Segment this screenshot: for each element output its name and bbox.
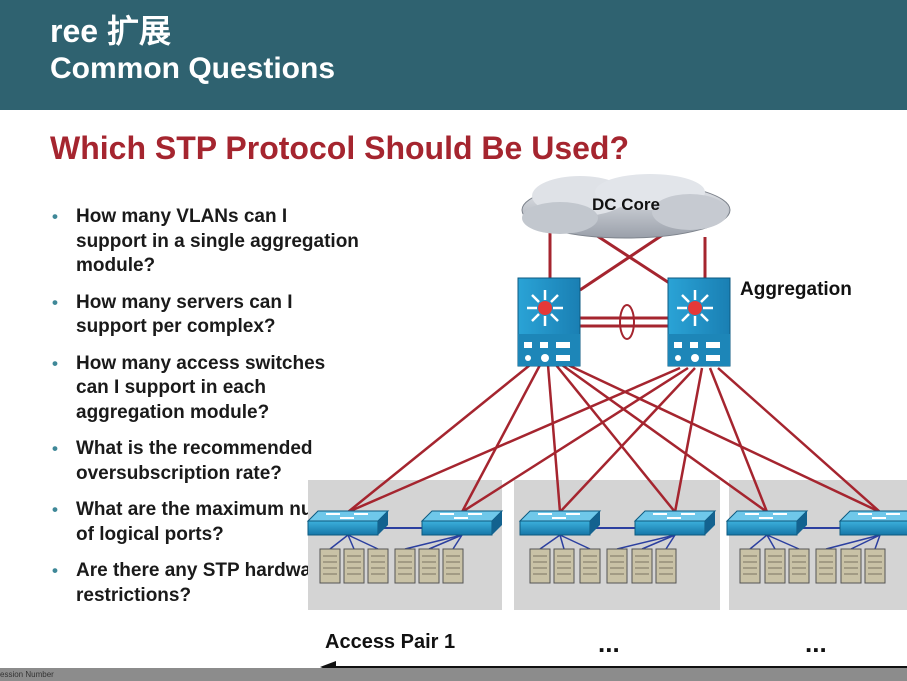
- bullet-icon: •: [52, 207, 58, 226]
- server-link: [874, 534, 881, 550]
- server-link: [616, 534, 676, 550]
- server-icon: [579, 548, 601, 584]
- server-link: [641, 534, 676, 550]
- access-module-panel: [514, 480, 720, 610]
- ellipsis-label: ...: [598, 628, 620, 658]
- header-title: ree 扩展: [50, 13, 171, 49]
- aggregation-switch-icon: [517, 277, 581, 367]
- port-channel-icon: [619, 304, 635, 340]
- server-icon: [319, 548, 341, 584]
- server-icon: [343, 548, 365, 584]
- bullet-icon: •: [52, 292, 58, 312]
- access-pair-label: Access Pair 1: [325, 631, 455, 653]
- header-bar: [0, 0, 907, 110]
- server-icon: [788, 548, 810, 584]
- question-text: How many servers can I support per compl…: [76, 291, 293, 338]
- access-switch-icon: [518, 510, 602, 536]
- server-icon: [631, 548, 653, 584]
- question-text: What are the maximum number of logical p…: [76, 499, 359, 545]
- question-item: • How many VLANs can I support in a singl…: [52, 205, 362, 279]
- server-icon: [367, 548, 389, 584]
- server-link: [665, 534, 676, 550]
- server-link: [329, 534, 349, 550]
- bullet-icon: •: [52, 561, 58, 580]
- access-module-panel: [308, 480, 502, 610]
- core-links: [548, 226, 707, 328]
- server-icon: [418, 548, 440, 584]
- bullet-icon: •: [52, 439, 58, 458]
- server-link: [347, 534, 379, 550]
- ellipsis-label: ...: [805, 628, 827, 658]
- access-switch-icon: [420, 510, 504, 536]
- access-switch-icon: [725, 510, 809, 536]
- server-link: [452, 534, 463, 550]
- page-title: Which STP Protocol Should Be Used?: [50, 130, 629, 166]
- header-subtitle: Common Questions: [50, 52, 336, 85]
- server-icon: [606, 548, 628, 584]
- aggregation-switch-icon: [667, 277, 731, 367]
- access-switches: [306, 510, 907, 584]
- access-switch-icon: [306, 510, 390, 536]
- server-icon: [655, 548, 677, 584]
- server-link: [850, 534, 881, 550]
- server-link: [766, 534, 776, 550]
- question-item: • What are the maximum number of logical …: [52, 498, 362, 547]
- question-text: How many access switches can I support i…: [76, 352, 326, 423]
- server-link: [749, 534, 768, 550]
- server-link: [404, 534, 463, 550]
- question-text: How many VLANs can I support in a single…: [76, 206, 359, 276]
- question-item: • What is the recommended oversubscriptio…: [52, 437, 362, 486]
- server-link: [347, 534, 355, 550]
- question-text: What is the recommended oversubscription…: [76, 438, 313, 484]
- access-switch-icon: [633, 510, 717, 536]
- server-link: [539, 534, 561, 550]
- footer-bar: [0, 668, 907, 681]
- question-text: Are there any STP hardware restrictions?: [76, 560, 330, 606]
- server-link: [825, 534, 881, 550]
- question-item: • Are there any STP hardware restrictions…: [52, 559, 362, 608]
- uplinks: [347, 363, 881, 514]
- server-icon: [739, 548, 761, 584]
- server-link: [559, 534, 591, 550]
- dc-core-cloud-icon: [521, 174, 731, 239]
- server-link: [559, 534, 565, 550]
- server-icon: [815, 548, 837, 584]
- server-icon: [864, 548, 886, 584]
- question-item: • How many servers can I support per comp…: [52, 291, 362, 340]
- access-module-panel: [729, 480, 907, 610]
- server-icon: [442, 548, 464, 584]
- server-icon: [840, 548, 862, 584]
- server-icon: [394, 548, 416, 584]
- server-icon: [529, 548, 551, 584]
- bullet-icon: •: [52, 500, 58, 519]
- server-link: [766, 534, 800, 550]
- server-icon: [764, 548, 786, 584]
- aggregation-label: Aggregation: [740, 279, 852, 300]
- bullet-icon: •: [52, 353, 58, 373]
- access-switch-icon: [838, 510, 907, 536]
- footer-text: ession Number: [0, 670, 54, 679]
- question-list: • How many VLANs can I support in a singl…: [52, 205, 362, 620]
- server-link: [428, 534, 463, 550]
- server-icon: [553, 548, 575, 584]
- dc-core-label: DC Core: [592, 195, 660, 214]
- question-item: • How many access switches can I support …: [52, 352, 362, 426]
